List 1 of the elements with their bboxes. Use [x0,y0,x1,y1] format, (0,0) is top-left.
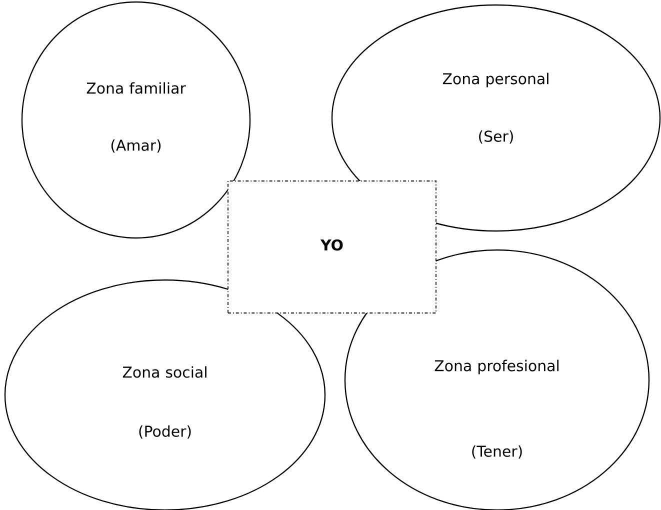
center-box: YO [228,180,436,314]
